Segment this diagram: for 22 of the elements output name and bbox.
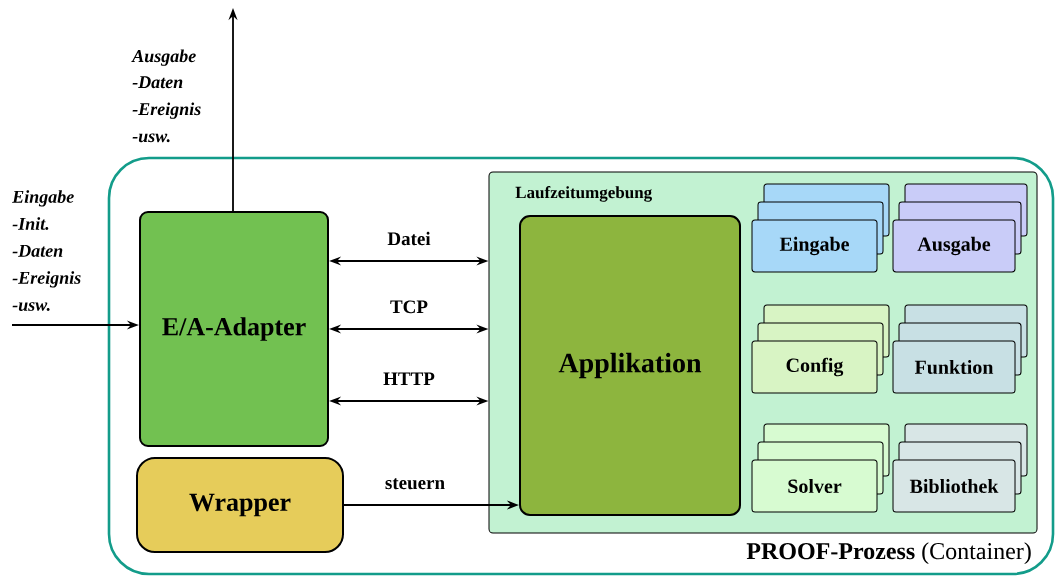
io-label: Ausgabe	[131, 49, 196, 66]
edge-label: Datei	[386, 230, 432, 247]
card-stack: Bibliothek	[892, 423, 1028, 513]
edge-label: steuern	[383, 477, 447, 491]
card-stack: Config	[751, 304, 890, 394]
node-label: Ausgabe	[917, 236, 991, 256]
application-box: Applikation	[519, 215, 741, 516]
wrapper-box: Wrapper	[136, 457, 344, 553]
node-label: Eingabe	[779, 236, 849, 256]
card-stack: Ausgabe	[892, 183, 1028, 273]
io-label: -Ereignis	[132, 102, 201, 119]
adapter-box: E/A-Adapter	[139, 211, 329, 447]
input-text: Eingabe -Init. -Daten -Ereignis -usw.	[12, 190, 81, 311]
io-label: -usw.	[132, 133, 170, 143]
io-label: -Daten	[132, 76, 183, 89]
node-label: Solver	[788, 478, 842, 494]
card-stack: Funktion	[892, 304, 1028, 394]
node-label: Bibliothek	[909, 478, 999, 494]
edge-label: HTTP	[382, 371, 436, 386]
card-stack: Eingabe	[751, 183, 890, 273]
card-stack: Solver	[751, 423, 890, 513]
edge-label: TCP	[389, 299, 429, 315]
